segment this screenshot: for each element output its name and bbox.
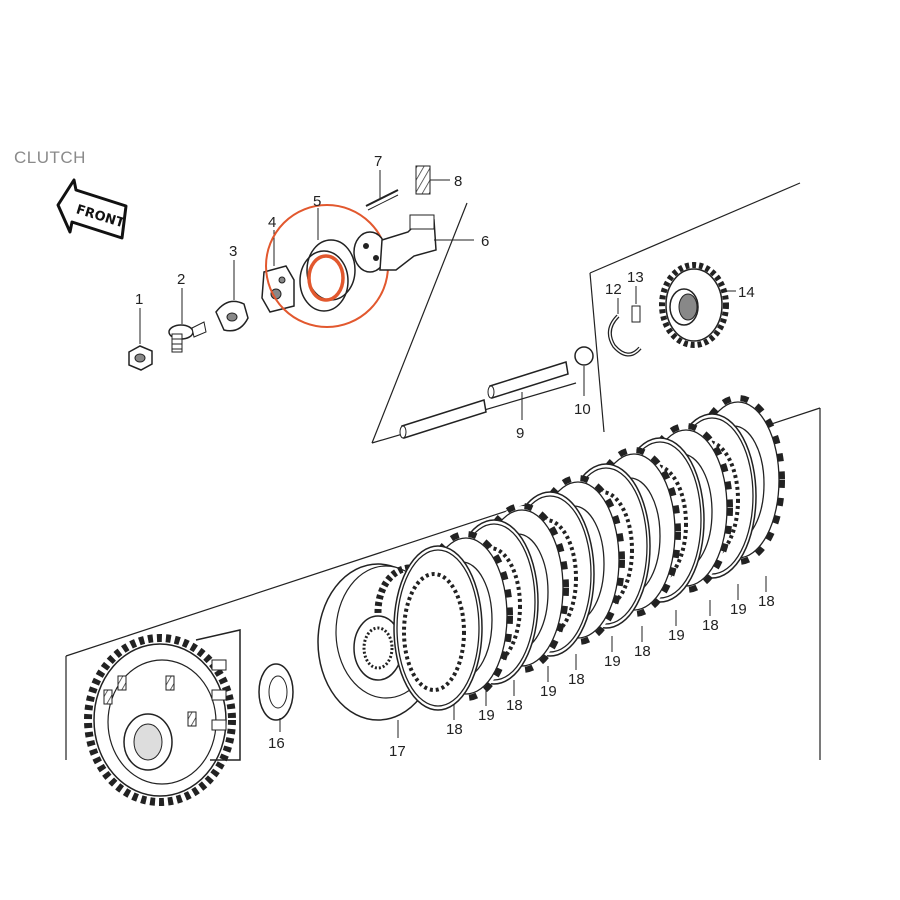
label-14: 14 <box>738 284 755 301</box>
part-steel-ball <box>574 346 594 396</box>
label-19: 19 <box>730 601 747 618</box>
label-1: 1 <box>135 291 143 308</box>
label-2: 2 <box>177 271 185 288</box>
clutch-plate-stack <box>393 395 785 711</box>
part-circlip <box>607 298 642 357</box>
label-9: 9 <box>516 425 524 442</box>
label-19: 19 <box>478 707 495 724</box>
pushrod-assembly-frame <box>589 182 801 433</box>
label-4: 4 <box>268 214 276 231</box>
label-5: 5 <box>313 193 321 210</box>
label-18: 18 <box>758 593 775 610</box>
part-clutch-housing <box>84 629 241 806</box>
label-13: 13 <box>627 269 644 286</box>
label-6: 6 <box>481 233 489 250</box>
diagram-title: CLUTCH <box>14 148 86 167</box>
label-19: 19 <box>604 653 621 670</box>
part-number-labels: 1 2 3 4 5 6 7 8 9 10 12 13 14 16 17 <box>135 153 755 760</box>
part-pushrod <box>399 361 569 439</box>
label-18: 18 <box>634 643 651 660</box>
label-18: 18 <box>568 671 585 688</box>
part-plate <box>215 260 249 332</box>
front-arrow-icon: FRONT <box>56 178 128 240</box>
part-thrust-washer <box>258 663 294 732</box>
label-10: 10 <box>574 401 591 418</box>
part-spring <box>415 165 450 195</box>
plate-number-labels: 18 19 18 19 18 19 18 19 18 19 18 <box>446 576 775 738</box>
label-7: 7 <box>374 153 382 170</box>
friction-plate <box>393 545 483 711</box>
label-19: 19 <box>668 627 685 644</box>
label-18: 18 <box>506 697 523 714</box>
part-release-lever <box>353 214 474 273</box>
label-16: 16 <box>268 735 285 752</box>
label-3: 3 <box>229 243 237 260</box>
label-8: 8 <box>454 173 462 190</box>
part-pin <box>631 286 641 323</box>
part-cotter-pin <box>365 170 399 211</box>
label-18: 18 <box>702 617 719 634</box>
label-12: 12 <box>605 281 622 298</box>
part-nut <box>128 308 153 371</box>
part-gear <box>659 262 736 348</box>
label-18: 18 <box>446 721 463 738</box>
part-adjusting-screw <box>168 288 207 353</box>
label-19: 19 <box>540 683 557 700</box>
label-17: 17 <box>389 743 406 760</box>
